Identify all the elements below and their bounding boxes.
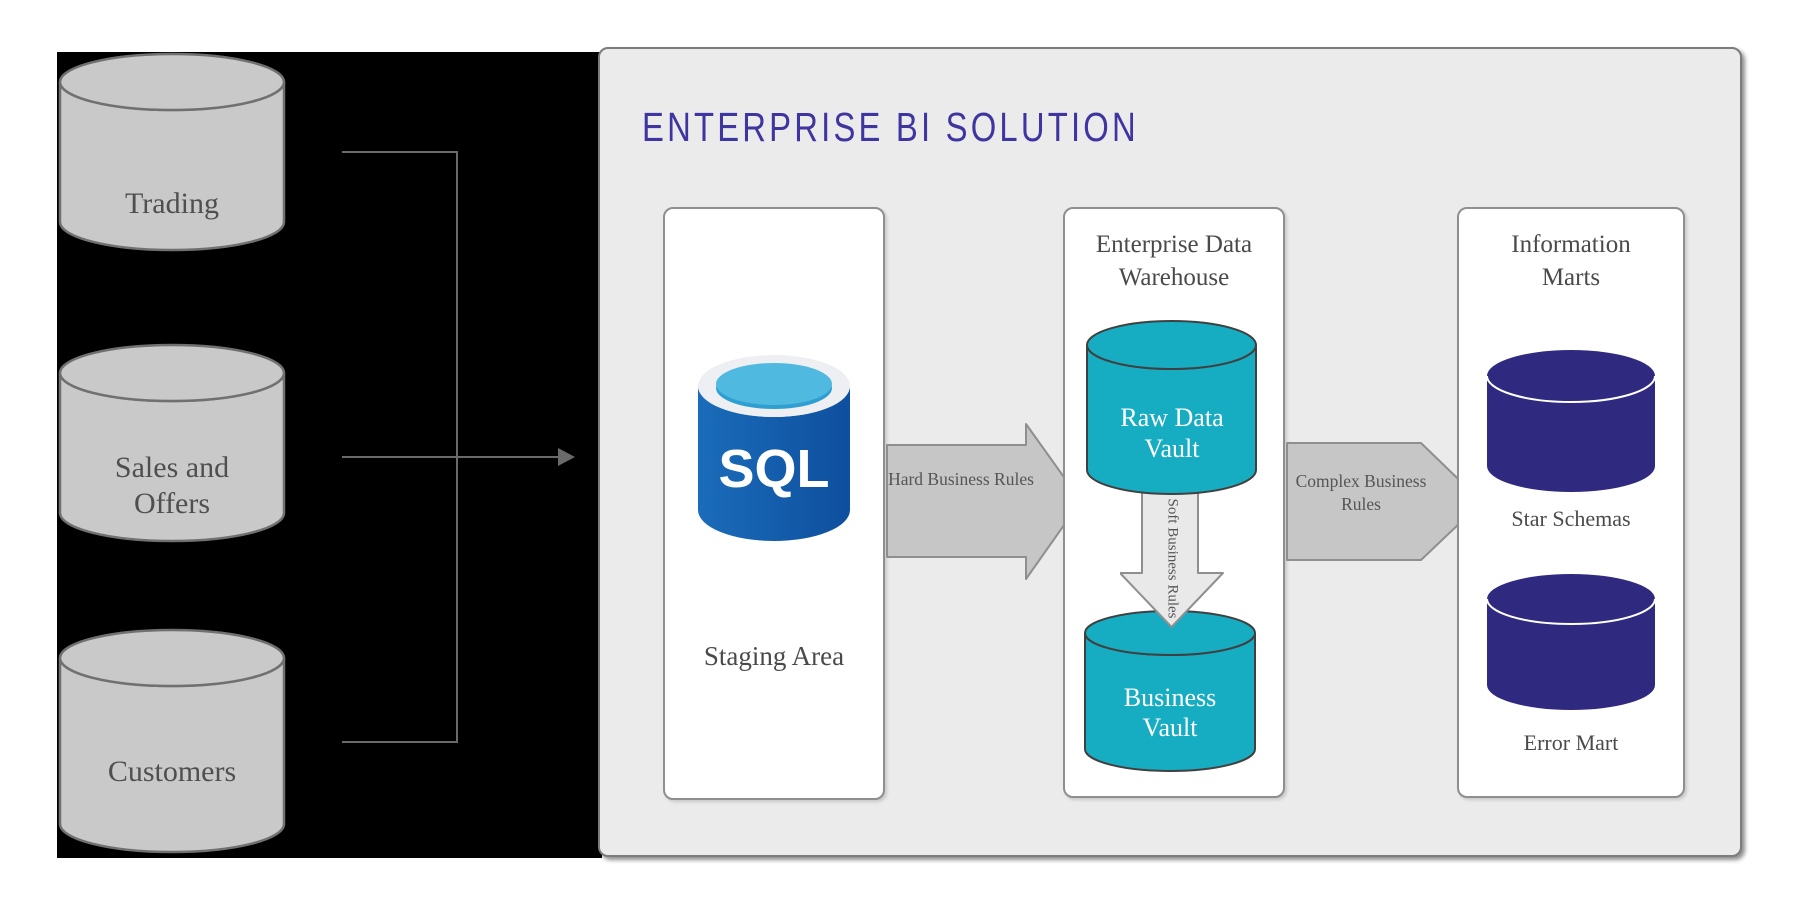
source-label-trading: Trading [125,187,219,220]
raw-data-vault-label: Raw Data Vault [1120,403,1224,463]
staging-area-label: Staging Area [703,641,845,671]
panel-title: ENTERPRISE BI SOLUTION [642,104,1139,150]
hard-rules-arrow-icon [886,423,1082,580]
business-vault-label: Business Vault [1123,683,1217,742]
database-cylinder-sales-icon [58,343,286,543]
complex-rules-label: Complex Business Rules [1295,471,1427,514]
source-label-customers: Customers [107,755,237,788]
edw-title: Enterprise Data Warehouse [1095,231,1253,291]
soft-rules-arrow-icon [1120,488,1224,628]
database-cylinder-trading-icon [58,52,286,252]
hard-rules-label: Hard Business Rules [888,469,1034,489]
complex-rules-arrow-icon [1286,442,1483,561]
error-mart-label: Error Mart [1523,730,1619,755]
star-schemas-label: Star Schemas [1511,506,1631,531]
business-vault-cylinder-icon [1084,610,1256,772]
sql-database-icon: SQL [698,355,850,541]
soft-rules-label: Soft Business Rules [1164,498,1181,619]
database-cylinder-customers-icon [58,628,286,854]
star-schemas-cylinder-icon [1486,350,1656,492]
source-label-sales-and-offers: Sales and Offers [114,451,230,520]
raw-data-vault-cylinder-icon [1086,320,1257,495]
error-mart-cylinder-icon [1486,574,1656,710]
sql-logo-text: SQL [718,439,829,499]
marts-title: Information Marts [1511,231,1631,291]
